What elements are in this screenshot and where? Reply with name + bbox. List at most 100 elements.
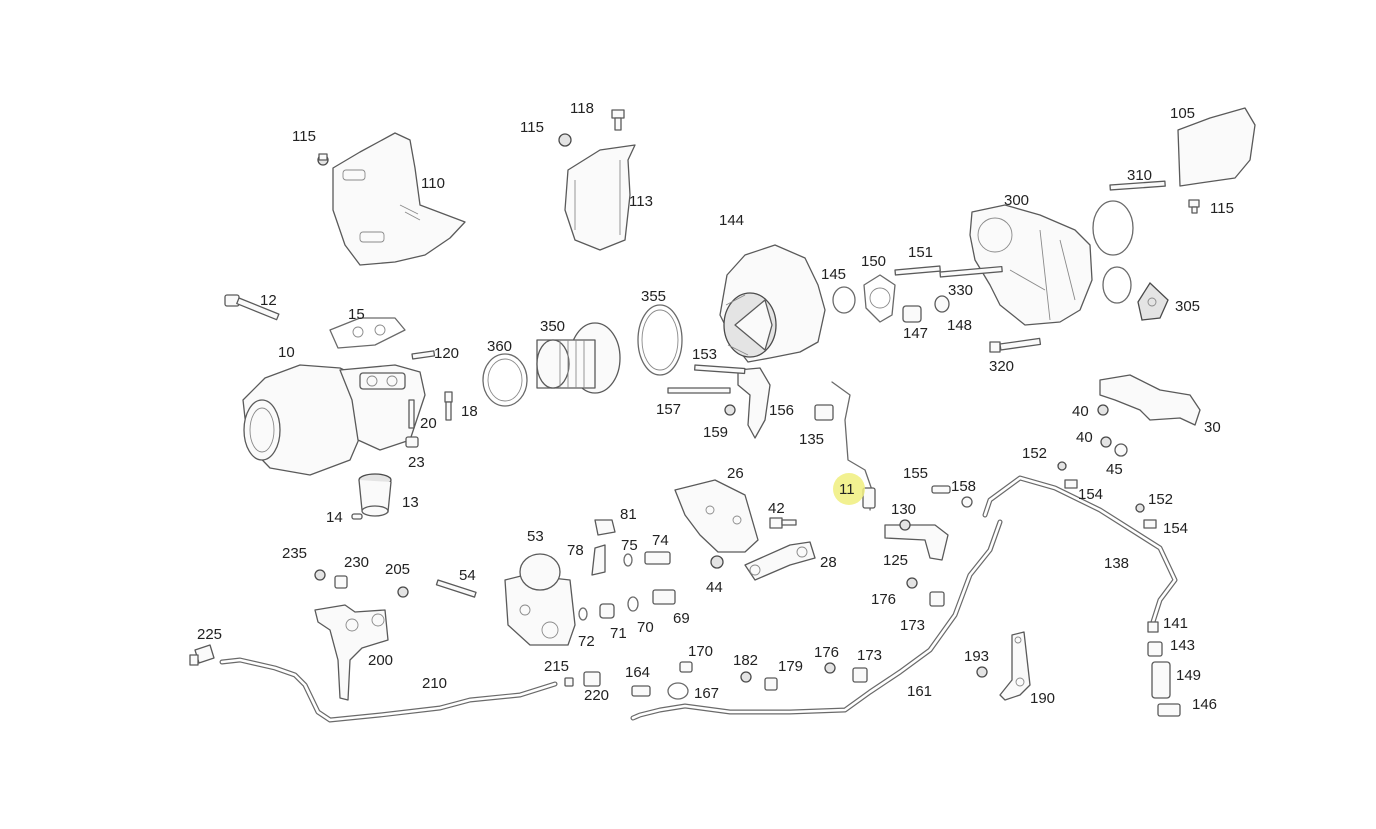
stud-120[interactable] xyxy=(411,350,436,360)
bracket-30[interactable] xyxy=(1099,374,1201,426)
callout-157[interactable]: 157 xyxy=(656,401,681,418)
callout-330[interactable]: 330 xyxy=(948,282,973,299)
callout-20[interactable]: 20 xyxy=(420,415,437,432)
fitting-69[interactable] xyxy=(652,589,676,605)
callout-115[interactable]: 115 xyxy=(292,128,316,145)
callout-161[interactable]: 161 xyxy=(907,683,932,700)
callout-200[interactable]: 200 xyxy=(368,652,393,669)
bracket-200[interactable] xyxy=(314,604,389,701)
sleeve-147[interactable] xyxy=(902,305,922,323)
callout-225[interactable]: 225 xyxy=(197,626,222,643)
fitting-225[interactable] xyxy=(189,644,215,666)
fitting-143[interactable] xyxy=(1147,641,1163,657)
bracket-125[interactable] xyxy=(884,524,949,561)
bellows-350[interactable] xyxy=(536,322,621,394)
callout-155[interactable]: 155 xyxy=(903,465,928,482)
nut-193[interactable] xyxy=(976,666,988,678)
callout-75[interactable]: 75 xyxy=(621,537,638,554)
plate-26[interactable] xyxy=(674,479,759,553)
oring-145[interactable] xyxy=(832,286,856,314)
callout-190[interactable]: 190 xyxy=(1030,690,1055,707)
callout-115[interactable]: 115 xyxy=(1210,200,1234,217)
bolt-12[interactable] xyxy=(224,294,280,321)
callout-149[interactable]: 149 xyxy=(1176,667,1201,684)
callout-45[interactable]: 45 xyxy=(1106,461,1123,478)
sleeve-71[interactable] xyxy=(599,603,615,619)
bolt-157[interactable] xyxy=(667,387,731,394)
fitting-78[interactable] xyxy=(591,544,606,576)
callout-141[interactable]: 141 xyxy=(1163,615,1188,632)
bracket-28[interactable] xyxy=(744,541,816,581)
callout-145[interactable]: 145 xyxy=(821,266,846,283)
callout-146[interactable]: 146 xyxy=(1192,696,1217,713)
pipe-161[interactable] xyxy=(630,519,1003,721)
bracket-190[interactable] xyxy=(999,631,1031,701)
callout-69[interactable]: 69 xyxy=(673,610,690,627)
nut-40b[interactable] xyxy=(1100,436,1112,448)
nut-146[interactable] xyxy=(1157,703,1181,717)
nut-176b[interactable] xyxy=(906,577,918,589)
clip-170[interactable] xyxy=(679,661,693,673)
callout-230[interactable]: 230 xyxy=(344,554,369,571)
nut-44[interactable] xyxy=(710,555,724,569)
callout-40[interactable]: 40 xyxy=(1076,429,1093,446)
bolt-115-left[interactable] xyxy=(317,153,329,166)
clip-230[interactable] xyxy=(334,575,348,589)
callout-220[interactable]: 220 xyxy=(584,687,609,704)
callout-14[interactable]: 14 xyxy=(326,509,343,526)
callout-81[interactable]: 81 xyxy=(620,506,637,523)
callout-305[interactable]: 305 xyxy=(1175,298,1200,315)
bolt-18[interactable] xyxy=(444,391,453,421)
gasket-150[interactable] xyxy=(863,274,896,323)
clip-154a[interactable] xyxy=(1064,479,1078,489)
fitting-149[interactable] xyxy=(1151,661,1171,699)
callout-113[interactable]: 113 xyxy=(629,193,653,210)
screw-14[interactable] xyxy=(351,513,363,520)
callout-78[interactable]: 78 xyxy=(567,542,584,559)
nut-205[interactable] xyxy=(397,586,409,598)
callout-44[interactable]: 44 xyxy=(706,579,723,596)
callout-320[interactable]: 320 xyxy=(989,358,1014,375)
clamp-360[interactable] xyxy=(482,353,528,407)
callout-300[interactable]: 300 xyxy=(1004,192,1029,209)
nut-182[interactable] xyxy=(740,671,752,683)
washer-45[interactable] xyxy=(1114,443,1128,457)
bolt-54[interactable] xyxy=(435,579,477,598)
callout-360[interactable]: 360 xyxy=(487,338,512,355)
clip-173a[interactable] xyxy=(852,667,868,683)
callout-115[interactable]: 115 xyxy=(520,119,544,136)
heat-shield-113[interactable] xyxy=(564,144,636,251)
callout-210[interactable]: 210 xyxy=(422,675,447,692)
callout-205[interactable]: 205 xyxy=(385,561,410,578)
callout-153[interactable]: 153 xyxy=(692,346,717,363)
bolt-310[interactable] xyxy=(1109,180,1166,191)
clip-152a[interactable] xyxy=(1057,461,1067,471)
nut-23[interactable] xyxy=(405,436,419,448)
bolt-330[interactable] xyxy=(939,265,1003,278)
callout-147[interactable]: 147 xyxy=(903,325,928,342)
heat-shield-105[interactable] xyxy=(1177,107,1256,187)
turbocharger-10[interactable] xyxy=(242,364,426,476)
clip-81[interactable] xyxy=(594,519,616,536)
clamp-ring-355[interactable] xyxy=(637,304,683,376)
callout-144[interactable]: 144 xyxy=(719,212,744,229)
callout-10[interactable]: 10 xyxy=(278,344,295,361)
gasket-ring-305a[interactable] xyxy=(1092,200,1134,256)
fitting-220[interactable] xyxy=(583,671,601,687)
callout-176[interactable]: 176 xyxy=(871,591,896,608)
clip-179[interactable] xyxy=(764,677,778,691)
nut-159[interactable] xyxy=(724,404,736,416)
callout-158[interactable]: 158 xyxy=(951,478,976,495)
nut-176a[interactable] xyxy=(824,662,836,674)
bolt-320[interactable] xyxy=(989,337,1042,353)
oring-70[interactable] xyxy=(627,596,639,612)
callout-130[interactable]: 130 xyxy=(891,501,916,518)
callout-54[interactable]: 54 xyxy=(459,567,476,584)
callout-151[interactable]: 151 xyxy=(908,244,933,261)
callout-143[interactable]: 143 xyxy=(1170,637,1195,654)
callout-150[interactable]: 150 xyxy=(861,253,886,270)
callout-110[interactable]: 110 xyxy=(421,175,445,192)
cap-305[interactable] xyxy=(1137,281,1169,321)
bracket-156[interactable] xyxy=(737,367,771,439)
pipe-210[interactable] xyxy=(219,657,558,723)
